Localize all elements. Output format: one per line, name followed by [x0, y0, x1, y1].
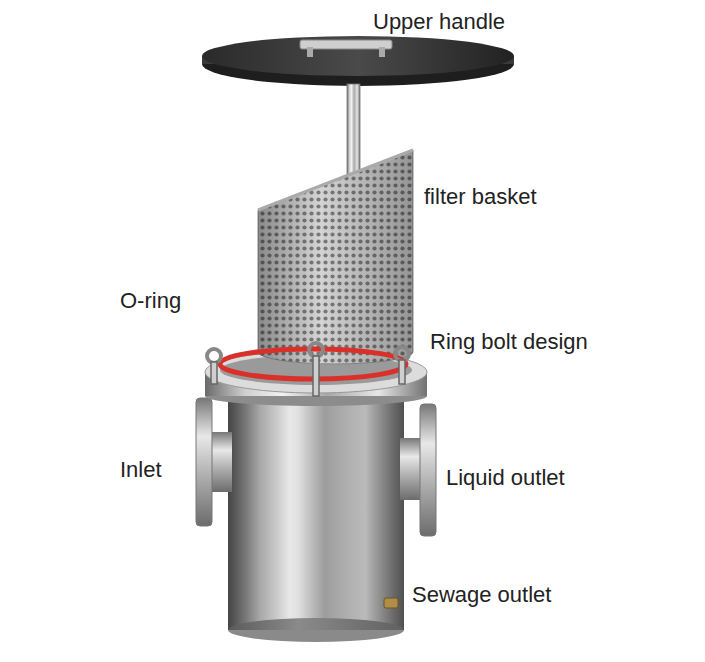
part-label: Sewage outlet — [412, 582, 551, 607]
part-label: filter basket — [424, 184, 537, 209]
part-label: Upper handle — [373, 9, 505, 34]
part-label: Inlet — [120, 457, 162, 482]
part-label: O-ring — [120, 288, 181, 313]
part-label: Ring bolt design — [430, 329, 588, 354]
part-label: Liquid outlet — [446, 465, 565, 490]
